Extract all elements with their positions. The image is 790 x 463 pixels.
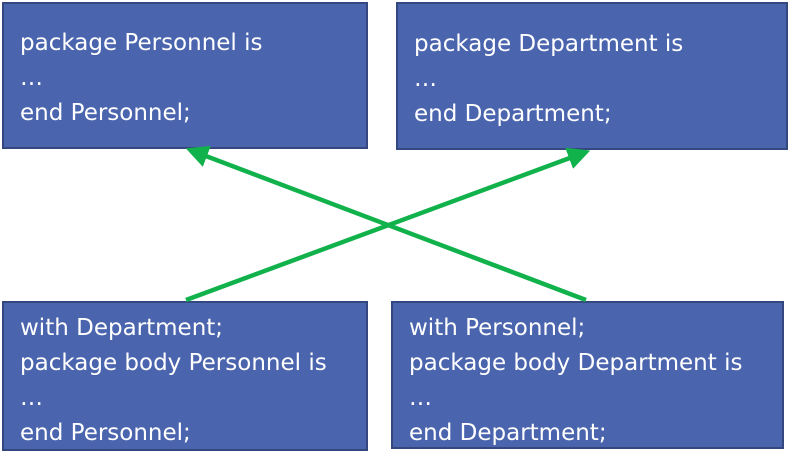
code-line: … bbox=[409, 385, 432, 411]
code-line: package body Personnel is bbox=[20, 350, 327, 376]
code-line: end Department; bbox=[414, 101, 612, 127]
code-line: end Department; bbox=[409, 420, 607, 446]
code-line: … bbox=[20, 385, 43, 411]
arrow-body-personnel-to-department-spec bbox=[185, 147, 591, 303]
code-line: end Personnel; bbox=[20, 100, 191, 126]
arrow-body-department-to-personnel-spec bbox=[185, 145, 587, 303]
department-spec-box: package Department is … end Department; bbox=[396, 2, 788, 150]
code-line: package Personnel is bbox=[20, 30, 263, 56]
code-line: end Personnel; bbox=[20, 420, 191, 446]
code-line: with Department; bbox=[20, 315, 224, 341]
code-line: with Personnel; bbox=[409, 315, 586, 341]
code-line: package Department is bbox=[414, 31, 684, 57]
code-line: package body Department is bbox=[409, 350, 743, 376]
department-body-box: with Personnel; package body Department … bbox=[391, 301, 784, 449]
personnel-body-box: with Department; package body Personnel … bbox=[2, 301, 368, 451]
personnel-spec-box: package Personnel is … end Personnel; bbox=[2, 2, 368, 149]
code-line: … bbox=[20, 65, 43, 91]
code-line: … bbox=[414, 66, 437, 92]
